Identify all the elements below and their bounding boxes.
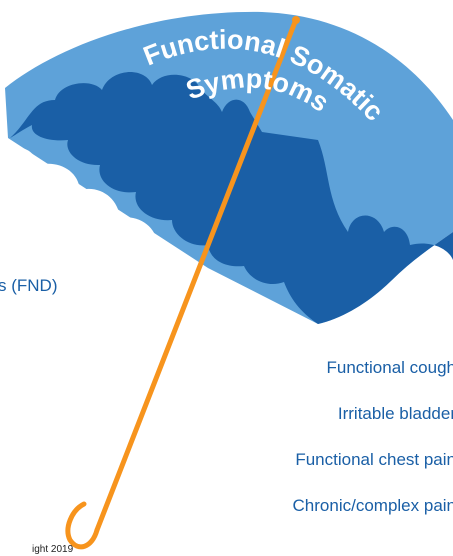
label-irritable-bladder: Irritable bladder xyxy=(338,404,453,424)
label-functional-cough: Functional cough xyxy=(327,358,453,378)
umbrella-handle-hook xyxy=(68,504,97,547)
label-fnd: s (FND) xyxy=(0,276,57,296)
umbrella-tip xyxy=(292,16,300,24)
copyright-text: ight 2019 xyxy=(32,544,73,555)
label-chronic-complex-pain: Chronic/complex pain xyxy=(293,496,453,516)
label-functional-chest-pain: Functional chest pain xyxy=(295,450,453,470)
